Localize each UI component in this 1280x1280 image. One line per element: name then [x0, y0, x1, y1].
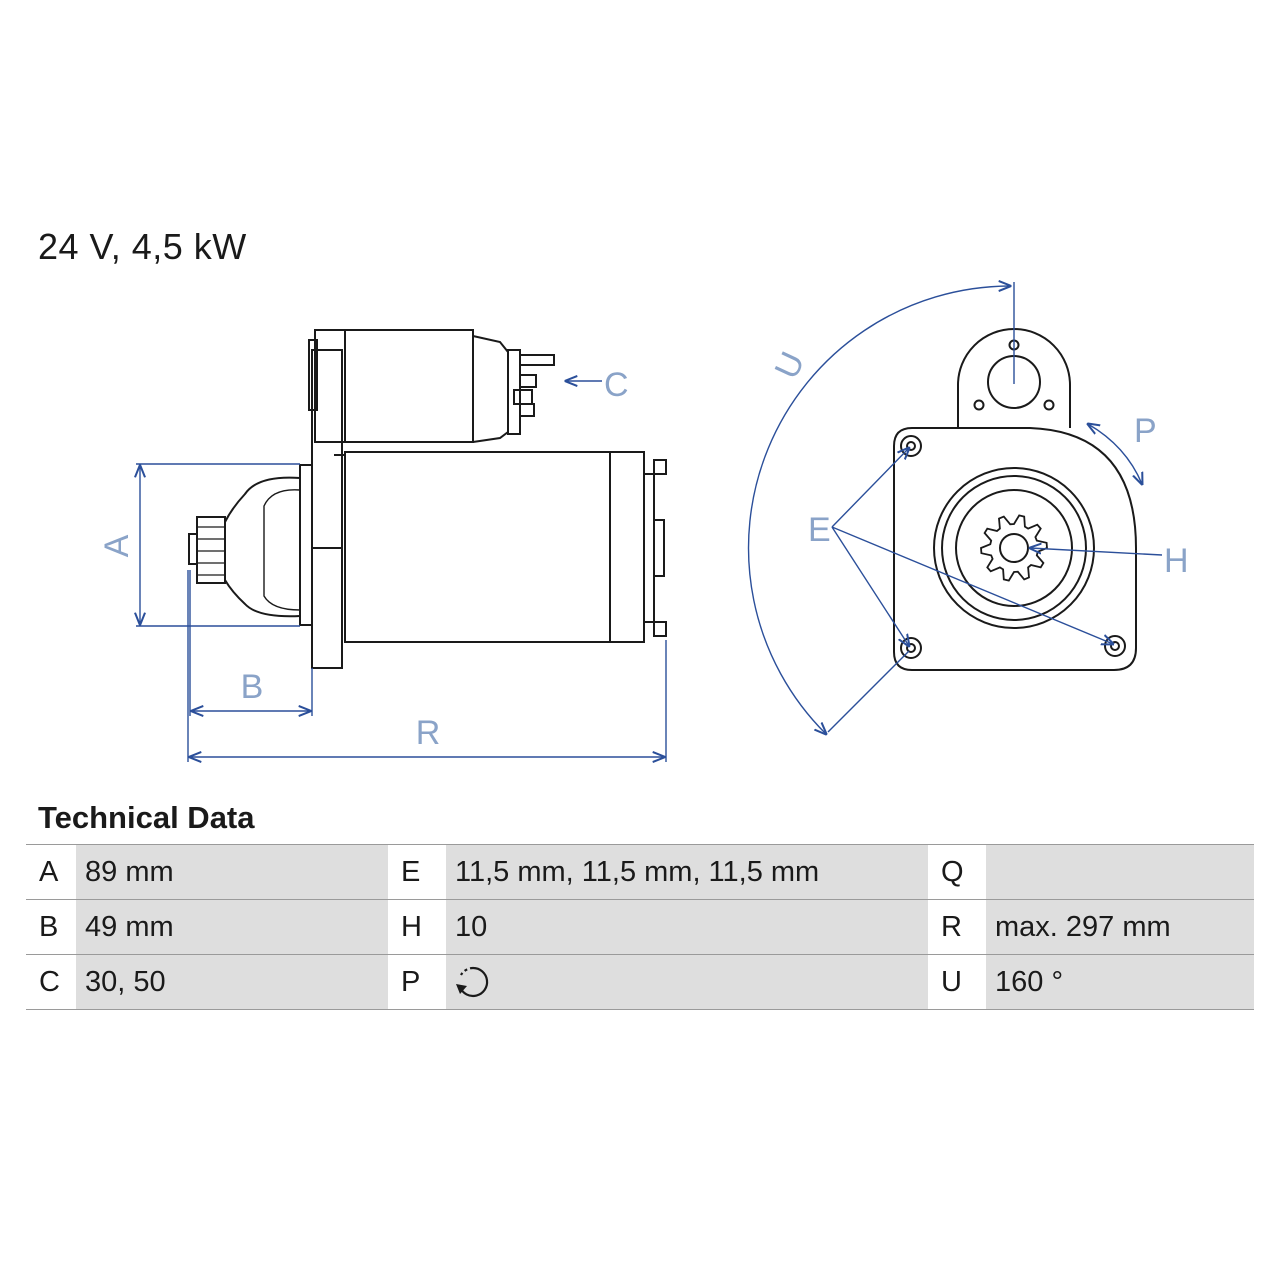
- table-row: B 49 mm H 10 R max. 297 mm: [26, 899, 1254, 955]
- product-title: 24 V, 4,5 kW: [38, 226, 247, 267]
- dim-label-a: A: [98, 534, 136, 557]
- table-row: C 30, 50 P U 160 °: [26, 954, 1254, 1010]
- starter-motor-drawing: A B R C: [98, 0, 1189, 800]
- spec-value: 89 mm: [76, 844, 388, 900]
- side-view-dimensions: [136, 381, 667, 762]
- dim-label-u: U: [768, 346, 813, 384]
- spec-value: 30, 50: [76, 954, 388, 1010]
- dim-label-b: B: [241, 668, 264, 706]
- clockwise-rotation-icon: [456, 966, 489, 998]
- drive-end-housing: [188, 476, 301, 618]
- spec-key: P: [388, 954, 446, 1010]
- technical-data-table: A 89 mm E 11,5 mm, 11,5 mm, 11,5 mm Q B …: [26, 844, 1254, 1010]
- spec-key: Q: [928, 844, 986, 900]
- side-view: [188, 329, 667, 669]
- table-row: A 89 mm E 11,5 mm, 11,5 mm, 11,5 mm Q: [26, 844, 1254, 900]
- front-view-dimensions: [747, 282, 1163, 734]
- spec-key: U: [928, 954, 986, 1010]
- spec-value: max. 297 mm: [986, 899, 1254, 955]
- spec-key: H: [388, 899, 446, 955]
- spec-key: E: [388, 844, 446, 900]
- spec-value: 49 mm: [76, 899, 388, 955]
- front-flange-plate: [893, 427, 1137, 671]
- spec-value: 11,5 mm, 11,5 mm, 11,5 mm: [446, 844, 928, 900]
- front-view: [893, 328, 1137, 671]
- solenoid: [308, 329, 555, 443]
- spec-value: [986, 844, 1254, 900]
- mounting-flange: [299, 349, 345, 669]
- spec-value-rotation: [446, 954, 928, 1010]
- technical-data-title: Technical Data: [38, 800, 255, 835]
- dim-label-h: H: [1164, 542, 1189, 580]
- dim-label-e: E: [808, 511, 831, 549]
- dim-label-c: C: [604, 366, 629, 404]
- spec-value: 10: [446, 899, 928, 955]
- dim-label-r: R: [416, 714, 441, 752]
- spec-key: A: [26, 844, 76, 900]
- spec-key: B: [26, 899, 76, 955]
- spec-value: 160 °: [986, 954, 1254, 1010]
- spec-key: C: [26, 954, 76, 1010]
- dim-label-p: P: [1134, 412, 1157, 450]
- spec-key: R: [928, 899, 986, 955]
- motor-body: [344, 451, 667, 643]
